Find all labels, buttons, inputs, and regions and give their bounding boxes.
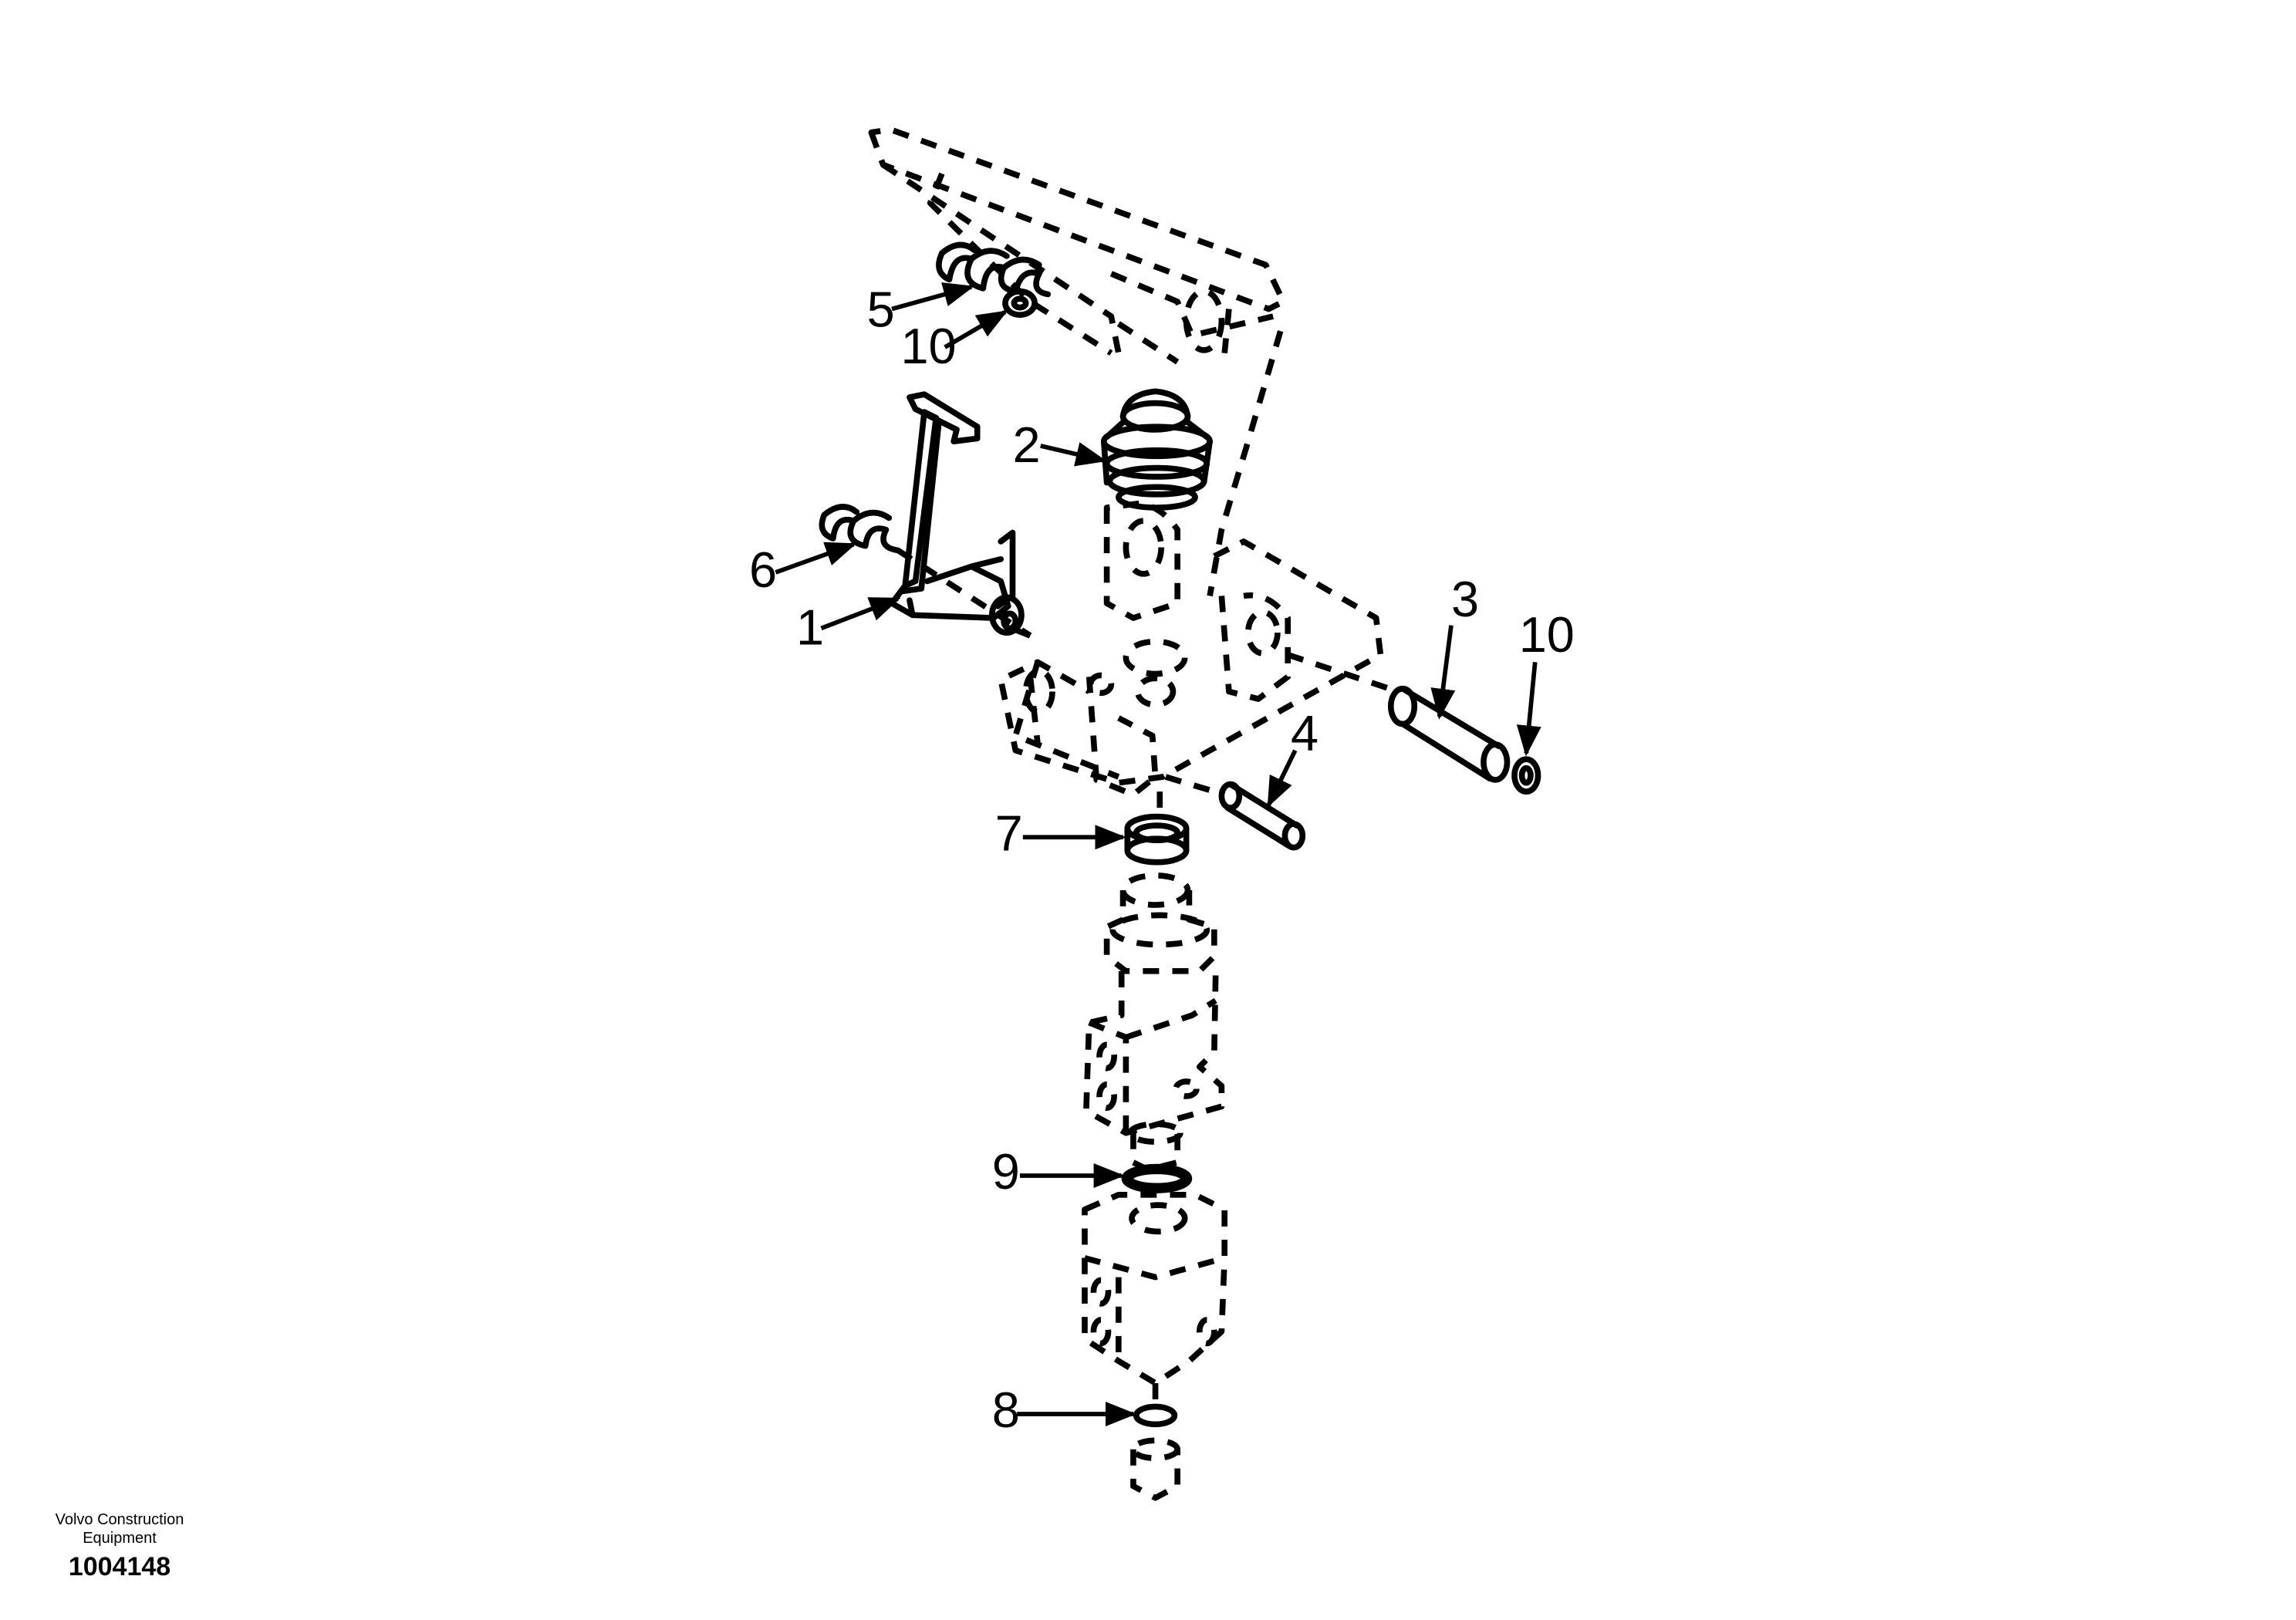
bracket-phantom [998,500,1400,818]
callout-4: 4 [1291,705,1319,761]
part-5-spring [936,241,1052,298]
brand-line-1: Volvo Construction [55,1511,184,1528]
callout-3: 3 [1451,571,1479,627]
callout-10-upper: 10 [901,318,957,374]
footer-block: Volvo Construction Equipment 1004148 [23,1510,216,1582]
drawing-number: 1004148 [68,1552,171,1581]
part-7-seal [1124,813,1190,866]
part-2-boot [1100,388,1213,511]
part-10-washer-upper [1002,288,1038,318]
callout-2: 2 [1012,417,1040,473]
part-1-lever [889,391,1025,636]
valve-phantom [1082,872,1228,1501]
brand-line-2: Equipment [83,1530,157,1547]
callout-9: 9 [992,1143,1020,1200]
part-10-washer-right [1511,756,1541,795]
part-3-pin [1387,685,1511,783]
callout-7: 7 [995,805,1023,861]
part-9-oring [1121,1163,1193,1193]
callout-5: 5 [867,281,895,337]
callout-6: 6 [749,542,777,598]
leader-lines [775,282,1541,1426]
part-4-pin [1218,781,1306,851]
callout-10-right: 10 [1519,606,1575,663]
part-6-spring [819,504,1032,639]
callout-8: 8 [992,1382,1020,1438]
part-8-oring [1133,1403,1178,1428]
pedal-phantom [868,127,1287,597]
callout-1: 1 [796,599,824,655]
